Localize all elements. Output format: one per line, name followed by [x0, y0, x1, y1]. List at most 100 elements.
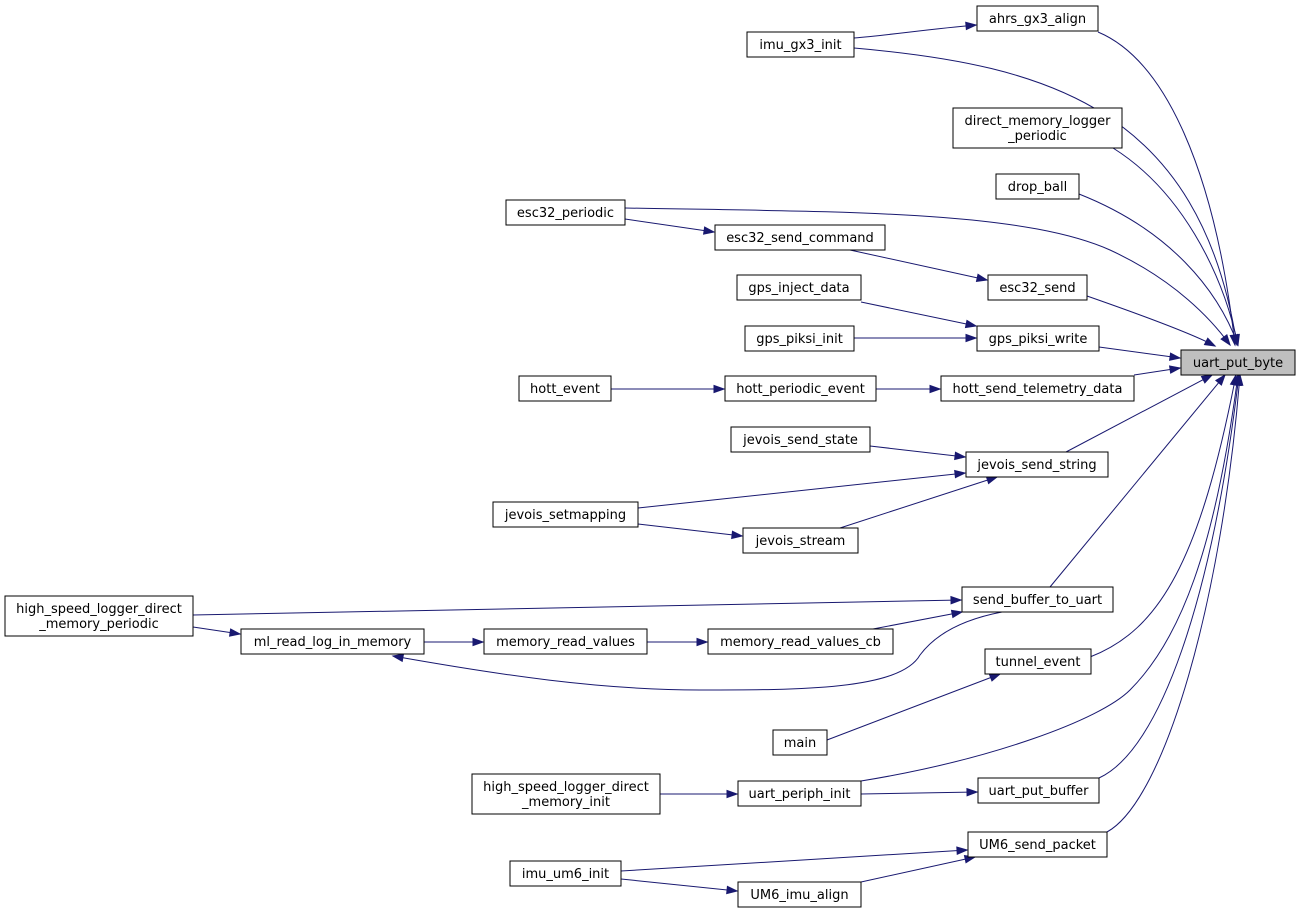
- node-gps-inject-data[interactable]: gps_inject_data: [736, 274, 862, 301]
- node-esc32-periodic[interactable]: esc32_periodic: [505, 199, 626, 226]
- arrowhead-icon: [1168, 365, 1182, 374]
- call-edge-jevois_stream-to-jevois_send_string: [839, 476, 998, 529]
- node-drop-ball[interactable]: drop_ball: [995, 173, 1080, 200]
- node-label: memory_read_values: [496, 635, 635, 650]
- node-label: esc32_send: [999, 281, 1075, 296]
- node-box: [483, 628, 648, 655]
- node-tunnel-event[interactable]: tunnel_event: [984, 648, 1092, 675]
- call-edge-esc32_periodic-to-esc32_send_command: [624, 218, 715, 233]
- call-edge-main-to-tunnel_event: [826, 673, 1001, 741]
- call-edge-uart_put_buffer-to-uart_put_byte: [1098, 374, 1240, 779]
- call-edge-high_speed_logger_direct_memory_periodic-to-send_buffer_to_uart: [192, 599, 962, 616]
- node-uart-put-byte[interactable]: uart_put_byte: [1180, 349, 1296, 376]
- node-memory-read-values[interactable]: memory_read_values: [483, 628, 648, 655]
- node-label: _memory_periodic: [38, 617, 159, 632]
- call-edge-uart_periph_init-to-uart_put_buffer: [860, 791, 978, 795]
- node-direct-memory-logger-periodic[interactable]: direct_memory_logger_periodic: [952, 107, 1123, 149]
- node-um6-imu-align[interactable]: UM6_imu_align: [737, 881, 862, 908]
- node-uart-put-buffer[interactable]: uart_put_buffer: [977, 777, 1100, 804]
- node-send-buffer-to-uart[interactable]: send_buffer_to_uart: [961, 586, 1114, 613]
- node-esc32-send[interactable]: esc32_send: [987, 274, 1088, 301]
- call-edge-jevois_setmapping-to-jevois_send_string: [637, 472, 966, 509]
- node-label: _memory_init: [521, 795, 610, 810]
- node-memory-read-values-cb[interactable]: memory_read_values_cb: [707, 628, 894, 655]
- node-gps-piksi-write[interactable]: gps_piksi_write: [976, 325, 1100, 352]
- arrowhead-icon: [1203, 337, 1217, 347]
- node-label: jevois_stream: [755, 534, 846, 549]
- call-edge-memory_read_values_cb-to-send_buffer_to_uart: [392, 611, 1003, 691]
- arrowhead-icon: [702, 226, 716, 235]
- node-hott-event[interactable]: hott_event: [518, 375, 612, 402]
- node-high-speed-logger-direct-memory-periodic[interactable]: high_speed_logger_direct_memory_periodic: [4, 595, 194, 637]
- node-label: main: [784, 736, 816, 751]
- node-label: high_speed_logger_direct: [483, 780, 649, 795]
- node-high-speed-logger-direct-memory-init[interactable]: high_speed_logger_direct_memory_init: [471, 773, 661, 815]
- node-box: [492, 501, 639, 528]
- node-box: [724, 375, 877, 402]
- node-jevois-send-string[interactable]: jevois_send_string: [965, 451, 1109, 478]
- call-edge-gps_piksi_write-to-uart_put_byte: [1098, 346, 1181, 359]
- node-box: [965, 451, 1109, 478]
- node-box: [4, 595, 194, 637]
- node-box: [952, 107, 1123, 149]
- arrowhead-icon: [965, 333, 978, 343]
- node-main[interactable]: main: [772, 729, 828, 756]
- call-edge-tunnel_event-to-uart_put_byte: [1089, 374, 1237, 658]
- node-box: [987, 274, 1088, 301]
- node-jevois-stream[interactable]: jevois_stream: [742, 527, 859, 554]
- call-edge-gps_inject_data-to-gps_piksi_write: [860, 301, 977, 327]
- node-um6-send-packet[interactable]: UM6_send_packet: [967, 831, 1108, 858]
- arrowhead-icon: [975, 273, 989, 282]
- node-box: [961, 586, 1114, 613]
- node-label: hott_event: [530, 382, 600, 397]
- node-label: jevois_send_state: [742, 433, 858, 448]
- node-label: gps_inject_data: [748, 281, 849, 296]
- arrowhead-icon: [1220, 334, 1231, 347]
- node-label: imu_um6_init: [522, 867, 609, 882]
- arrowhead-icon: [391, 653, 405, 663]
- call-edge-imu_um6_init-to-UM6_send_packet: [620, 849, 968, 872]
- call-edge-imu_gx3_init-to-ahrs_gx3_align: [853, 24, 977, 39]
- arrowhead-icon: [988, 673, 1002, 682]
- node-box: [714, 224, 886, 251]
- arrowhead-icon: [966, 787, 979, 797]
- node-label: jevois_send_string: [976, 458, 1096, 473]
- node-ahrs-gx3-align[interactable]: ahrs_gx3_align: [976, 5, 1099, 32]
- node-label: esc32_send_command: [726, 231, 874, 246]
- node-box: [736, 274, 862, 301]
- call-edge-ahrs_gx3_align-to-uart_put_byte: [1097, 31, 1236, 346]
- node-label: ml_read_log_in_memory: [254, 635, 412, 650]
- node-uart-periph-init[interactable]: uart_periph_init: [737, 780, 862, 807]
- arrowhead-icon: [1200, 374, 1214, 384]
- node-hott-send-telemetry-data[interactable]: hott_send_telemetry_data: [940, 375, 1135, 402]
- node-box: [976, 325, 1100, 352]
- arrowhead-icon: [954, 451, 967, 461]
- arrowhead-icon: [228, 628, 242, 637]
- arrowhead-icon: [956, 846, 969, 855]
- node-ml-read-log-in-memory[interactable]: ml_read_log_in_memory: [240, 628, 425, 655]
- node-label: drop_ball: [1008, 180, 1067, 195]
- node-imu-gx3-init[interactable]: imu_gx3_init: [746, 31, 855, 58]
- node-esc32-send-command[interactable]: esc32_send_command: [714, 224, 886, 251]
- node-box: [737, 780, 862, 807]
- node-box: [240, 628, 425, 655]
- arrowhead-icon: [965, 21, 978, 31]
- node-box: [518, 375, 612, 402]
- node-box: [995, 173, 1080, 200]
- arrowhead-icon: [964, 319, 978, 329]
- node-box: [707, 628, 894, 655]
- node-gps-piksi-init[interactable]: gps_piksi_init: [744, 325, 855, 352]
- node-label: UM6_send_packet: [979, 838, 1096, 853]
- call-edge-jevois_send_string-to-uart_put_byte: [1065, 374, 1213, 453]
- arrowhead-icon: [726, 885, 739, 895]
- node-imu-um6-init[interactable]: imu_um6_init: [509, 860, 622, 887]
- node-label: send_buffer_to_uart: [973, 593, 1102, 608]
- node-jevois-send-state[interactable]: jevois_send_state: [730, 426, 871, 453]
- node-box: [940, 375, 1135, 402]
- node-label: direct_memory_logger: [965, 114, 1112, 129]
- node-jevois-setmapping[interactable]: jevois_setmapping: [492, 501, 639, 528]
- node-label: gps_piksi_write: [989, 332, 1088, 347]
- node-label: gps_piksi_init: [756, 332, 843, 347]
- node-hott-periodic-event[interactable]: hott_periodic_event: [724, 375, 877, 402]
- call-edge-jevois_setmapping-to-jevois_stream: [637, 523, 743, 537]
